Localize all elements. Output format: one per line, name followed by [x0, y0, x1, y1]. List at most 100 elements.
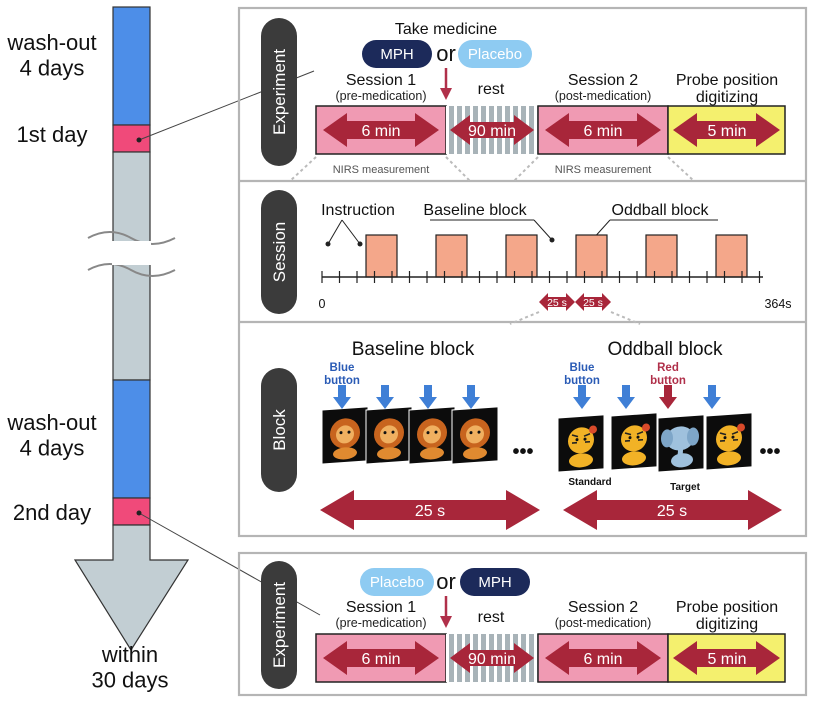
session2-sub-label: (post-medication) [555, 89, 652, 103]
placebo-pill-label: Placebo [468, 46, 522, 63]
down-arrow-icon [617, 385, 635, 409]
mph-pill [362, 40, 432, 68]
baseline-label: Baseline block [423, 202, 527, 219]
stimulus-image [557, 414, 605, 473]
experiment-panel-2: Experiment Placebo or MPH Session 1 (pre… [237, 551, 808, 697]
duration-arrow-icon [539, 293, 575, 311]
duration-arrow-icon [673, 641, 780, 675]
experiment-tab-label: Experiment [270, 49, 289, 135]
mph-pill-label: MPH [380, 46, 413, 63]
session1-sub-label: (pre-medication) [335, 89, 426, 103]
label-pointer [341, 219, 361, 245]
session1-label: Session 1 [346, 72, 416, 89]
standard-caption: Standard [568, 477, 611, 488]
zoom-line [509, 311, 540, 325]
probe-label: Probe position [676, 72, 778, 89]
session1-duration: 6 min [361, 123, 400, 140]
placebo-pill [458, 40, 532, 68]
nirs-label-1: NIRS measurement [333, 164, 430, 176]
day2-bar [112, 497, 151, 526]
duration-arrow-icon [673, 113, 780, 147]
washout-bar-2 [112, 379, 151, 499]
session2-duration: 6 min [583, 123, 622, 140]
session-tab [261, 190, 297, 314]
probe-duration: 5 min [707, 651, 746, 668]
or-label: or [436, 569, 456, 594]
medicine-arrowhead-icon [440, 616, 452, 628]
session2-sub-label: (post-medication) [555, 616, 652, 630]
duration-arrow-icon [563, 490, 782, 530]
mph-pill-label: MPH [478, 574, 511, 591]
duration-label-2: 25 s [583, 297, 603, 309]
day2-label: 2nd day [13, 500, 91, 525]
zoom-line [610, 311, 641, 325]
session-blocks [365, 234, 748, 278]
duration-arrow-icon [450, 115, 534, 145]
session1-label: Session 1 [346, 599, 416, 616]
oddball-block-title: Oddball block [607, 339, 723, 360]
placebo-pill [360, 568, 434, 596]
block-tab-label: Block [270, 409, 289, 451]
label-pointer [533, 219, 553, 241]
label-pointer [327, 219, 343, 245]
upper-panel [237, 6, 808, 538]
experiment-tab-label: Experiment [270, 582, 289, 668]
session-block [435, 234, 468, 278]
duration-arrow-icon [545, 641, 661, 675]
placebo-pill-label: Placebo [370, 574, 424, 591]
stimulus-image [610, 412, 658, 471]
stimulus-image [705, 412, 753, 471]
session1-sub-label: (pre-medication) [335, 616, 426, 630]
session2-label: Session 2 [568, 599, 638, 616]
zoom-line [289, 156, 317, 182]
duration-arrow-icon [323, 113, 439, 147]
stimulus-image [321, 406, 369, 465]
take-medicine-label: Take medicine [395, 21, 497, 38]
experiment-tab [261, 18, 297, 166]
lower-panel-frame [237, 551, 808, 697]
session2-duration: 6 min [583, 651, 622, 668]
or-label: or [436, 41, 456, 66]
pointer-dot [325, 241, 331, 247]
instruction-label: Instruction [321, 202, 395, 219]
down-arrow-icon [462, 385, 480, 409]
session2-label: Session 2 [568, 72, 638, 89]
duration-arrow-icon [545, 113, 661, 147]
rest-label: rest [478, 609, 505, 626]
down-arrow-icon [333, 385, 351, 409]
duration-label-1: 25 s [547, 297, 567, 309]
probe-sub-label: digitizing [696, 616, 758, 633]
stimulus-image [451, 406, 499, 465]
zoom-line [667, 156, 695, 182]
duration-arrow-icon [320, 490, 540, 530]
session-block [365, 234, 398, 278]
ellipsis: ••• [512, 441, 533, 463]
pointer-dot [549, 237, 555, 243]
down-arrow-icon [573, 385, 591, 409]
session1-duration: 6 min [361, 651, 400, 668]
rest-label: rest [478, 81, 505, 98]
session-panel: Session Instruction Baseline block Oddba… [261, 190, 792, 325]
medicine-arrowhead-icon [440, 88, 452, 100]
stimulus-image [408, 406, 456, 465]
session-block [645, 234, 678, 278]
rest-duration: 90 min [468, 123, 516, 140]
probe-sub-label: digitizing [696, 89, 758, 106]
session-tab-label: Session [270, 222, 289, 282]
zoom-line [513, 156, 539, 182]
stimulus-image [365, 406, 413, 465]
session-block [575, 234, 608, 278]
down-arrow-icon [419, 385, 437, 409]
down-arrow-icon [703, 385, 721, 409]
zoom-line [445, 156, 471, 182]
axis-start-label: 0 [319, 297, 326, 311]
down-arrow-icon [659, 385, 677, 409]
block-stimuli [321, 385, 753, 473]
